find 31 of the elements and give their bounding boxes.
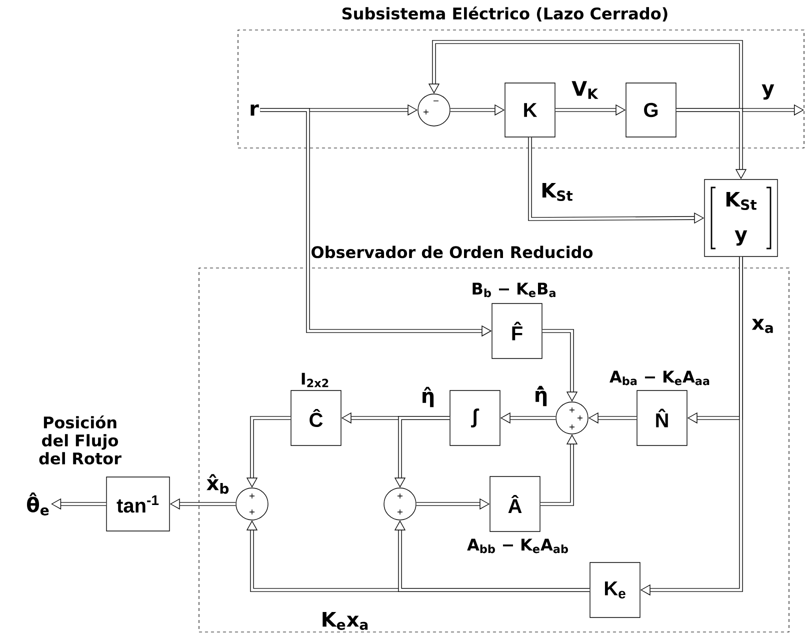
edge-label: x$_{a}$ <box>750 318 776 334</box>
edge-label: η̂̇ <box>532 384 550 408</box>
block-caption: A$_{bb}$ − K$_{e}$A$_{ab}$ <box>467 538 568 554</box>
block-box: K$_{e}$ <box>590 562 640 618</box>
edge-label: K$_{e}$x$_{a}$ <box>320 611 370 631</box>
summing-junction: + + <box>236 488 268 520</box>
block-box: N̂ <box>636 390 688 446</box>
block-box: F̂ <box>492 303 542 359</box>
group-title: Subsistema Eléctrico (Lazo Cerrado) <box>342 6 668 22</box>
edge-label: K$_{St}$ <box>540 182 574 202</box>
block-box: ∫ <box>450 390 500 446</box>
block-caption: A$_{ba}$ − K$_{e}$A$_{aa}$ <box>610 370 710 386</box>
signal-label: θ̂$_{e}$ <box>27 492 49 516</box>
signal-label: r <box>250 104 259 116</box>
block-box: K <box>504 82 556 138</box>
block-box: G <box>626 82 676 138</box>
block-caption: B$_{b}$ − K$_{e}$B$_{a}$ <box>472 282 556 298</box>
summing-junction: + − <box>418 94 450 126</box>
summing-junction: + + <box>384 488 416 520</box>
block-box: tan$^{-1}$ <box>106 476 170 532</box>
block-box: Â <box>490 476 540 532</box>
block-caption: I$_{2x2}$ <box>302 372 328 388</box>
summing-junction: + + + <box>556 402 588 434</box>
edge-label: V$_{K}$ <box>570 80 600 100</box>
edge-label: y <box>760 83 776 101</box>
group-title: Observador de Orden Reducido <box>312 246 593 258</box>
edge-label: η̂ <box>420 386 436 408</box>
edge-label: x̂$_{b}$ <box>205 473 231 495</box>
block-caption: Posición del Flujo del Rotor <box>39 415 122 464</box>
matrix-box: K$_{St}$ y <box>704 179 778 257</box>
block-box: Ĉ <box>290 390 342 446</box>
